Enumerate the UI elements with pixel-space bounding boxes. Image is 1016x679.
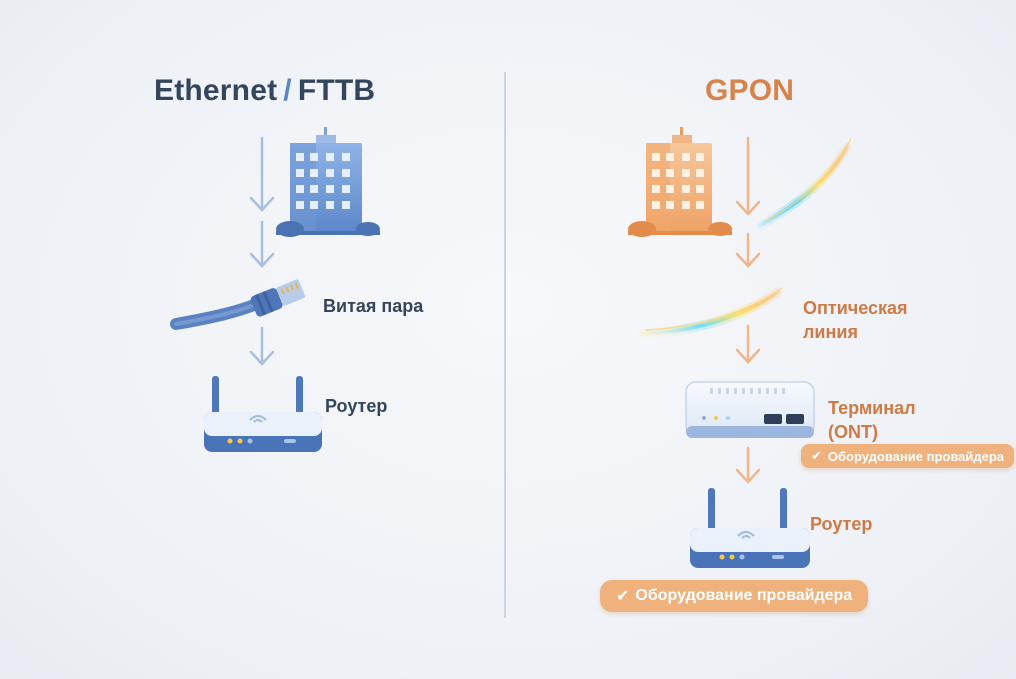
router-provider-badge-text: Оборудование провайдера (635, 587, 853, 604)
router-label-left: Роутер (325, 396, 388, 416)
title-fttb: FTTB (297, 74, 376, 107)
ont-provider-badge: ✔ Оборудование провайдера (801, 444, 1015, 468)
check-icon: ✔ (616, 588, 630, 605)
check-icon: ✔ (811, 448, 822, 463)
title-ethernet: Ethernet (154, 74, 278, 107)
title-ethernet-fttb: Ethernet/FTTB (154, 74, 375, 108)
flow-arrows-right (735, 136, 761, 484)
building-icon (628, 127, 732, 237)
ont-label-2: (ONT) (828, 422, 878, 442)
title-separator: / (283, 74, 292, 107)
ont-label: Терминал (ONT) (828, 396, 916, 444)
router-icon (204, 376, 322, 452)
title-gpon: GPON (705, 74, 795, 107)
router-label-right: Роутер (810, 514, 873, 534)
ethernet-cable-icon (170, 279, 306, 330)
ont-provider-badge-text: Оборудование провайдера (827, 448, 1005, 464)
ont-label-1: Терминал (828, 398, 916, 418)
flow-arrows-left (249, 136, 275, 366)
ont-terminal-icon (685, 381, 815, 438)
router-provider-badge: ✔ Оборудование провайдера (600, 580, 869, 612)
optical-line-label-1: Оптическая (803, 298, 908, 318)
optical-fiber-icon (756, 138, 852, 230)
column-divider (504, 72, 506, 618)
building-icon (276, 127, 380, 237)
twisted-pair-label: Витая пара (323, 296, 424, 316)
optical-line-label-2: линия (803, 322, 858, 342)
optical-fiber-icon (637, 287, 783, 339)
optical-line-label: Оптическая линия (803, 296, 908, 344)
router-icon (690, 488, 810, 568)
